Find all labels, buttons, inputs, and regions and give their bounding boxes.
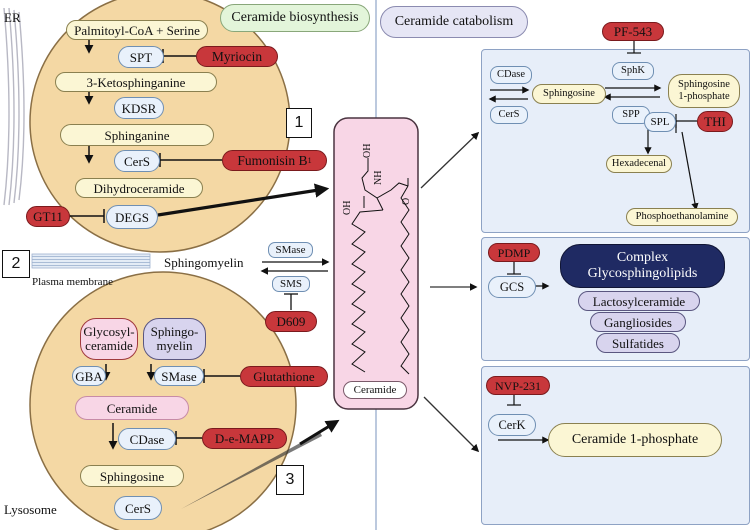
node-sphingomyelin-membrane: Sphingomyelin [164, 255, 244, 270]
inhibitor-pf-543: PF-543 [602, 22, 664, 41]
er-membrane-stack [3, 7, 25, 206]
s1p-line2: 1-phosphate [678, 91, 730, 102]
node-glycosylceramide: Glycosyl- ceramide [80, 318, 138, 360]
enzyme-sphk: SphK [612, 62, 654, 80]
node-sphingosine-lysosome: Sphingosine [80, 465, 184, 487]
node-ceramide-1-phosphate: Ceramide 1-phosphate [548, 423, 722, 457]
inhibitor-myriocin: Myriocin [196, 46, 278, 67]
enzyme-gba: GBA [72, 366, 106, 386]
node-sphingosine-1-phosphate: Sphingosine 1-phosphate [668, 74, 740, 108]
enzyme-gcs: GCS [488, 276, 536, 298]
enzyme-cdase-panel: CDase [490, 66, 532, 84]
plasma-membrane-bilayer [31, 253, 151, 269]
ceramide-o: O [401, 197, 412, 205]
arrow-degs-to-ceramide [157, 183, 330, 217]
enzyme-kdsr: KDSR [114, 97, 164, 119]
node-sphinganine: Sphinganine [60, 124, 214, 146]
sphingomyelin-line1: Sphingo- [150, 323, 199, 339]
pathway-number-2: 2 [2, 250, 30, 278]
plasma-membrane-label: Plasma membrane [32, 276, 113, 288]
fumonisin-text: Fumonisin B [237, 152, 308, 168]
ceramide-oh-top: OH [362, 143, 373, 158]
fumonisin-subscript: 1 [307, 155, 312, 165]
inhibitor-d-e-mapp: D-e-MAPP [202, 428, 287, 449]
inhibitor-nvp-231: NVP-231 [486, 376, 550, 395]
inhibitor-d609: D609 [265, 311, 317, 332]
node-dihydroceramide: Dihydroceramide [75, 178, 203, 198]
lysosome-label: Lysosome [4, 502, 57, 517]
enzyme-cers-lysosome: CerS [114, 496, 162, 520]
enzyme-spl: SPL [644, 112, 676, 132]
enzyme-cerk: CerK [488, 414, 536, 436]
enzyme-cdase-lysosome: CDase [118, 428, 176, 450]
node-3-ketosphinganine: 3-Ketosphinganine [55, 72, 217, 92]
glycosylceramide-line2: ceramide [85, 338, 133, 353]
node-sphingomyelin-lysosome: Sphingo- myelin [143, 318, 206, 360]
enzyme-sms: SMS [272, 276, 310, 292]
ceramide-nh: NH [373, 170, 384, 185]
ceramide-structure-box [333, 117, 419, 410]
node-sulfatides: Sulfatides [596, 333, 680, 353]
inhibitor-thi: THI [697, 111, 733, 132]
node-ceramide-lysosome: Ceramide [75, 396, 189, 420]
enzyme-cers-panel: CerS [490, 106, 528, 124]
complex-line1: Complex [616, 249, 669, 265]
inhibitor-glutathione: Glutathione [240, 366, 328, 387]
glycosylceramide-line1: Glycosyl- [83, 323, 135, 339]
node-lactosylceramide: Lactosylceramide [578, 291, 700, 311]
header-ceramide-catabolism: Ceramide catabolism [380, 6, 528, 38]
er-label: ER [4, 10, 21, 25]
pathway-number-3: 3 [276, 465, 304, 495]
ceramide-skeletal-structure [351, 158, 410, 375]
pathway-number-1: 1 [286, 108, 312, 138]
node-gangliosides: Gangliosides [590, 312, 686, 332]
node-hexadecenal: Hexadecenal [606, 155, 672, 173]
inhibitor-pdmp: PDMP [488, 243, 540, 262]
enzyme-degs: DEGS [106, 205, 158, 229]
ceramide-oh-mid: OH [342, 200, 353, 215]
node-complex-glycosphingolipids: Complex Glycosphingolipids [560, 244, 725, 288]
s1p-line1: Sphingosine [678, 78, 730, 90]
enzyme-spt: SPT [118, 46, 164, 68]
inhibitor-gt11: GT11 [26, 206, 70, 227]
node-phosphoethanolamine: Phosphoethanolamine [626, 208, 738, 226]
ceramide-label: Ceramide [343, 381, 407, 399]
header-ceramide-biosynthesis: Ceramide biosynthesis [220, 4, 370, 32]
enzyme-cers-er: CerS [114, 150, 160, 172]
enzyme-smase-lysosome: SMase [154, 366, 204, 386]
node-palmitoyl-coa-serine: Palmitoyl-CoA + Serine [66, 20, 208, 40]
sphingomyelin-line2: myelin [156, 338, 193, 353]
node-sphingosine-panel: Sphingosine [532, 84, 606, 104]
enzyme-spp: SPP [612, 106, 650, 124]
enzyme-smase-membrane: SMase [268, 242, 313, 258]
complex-line2: Glycosphingolipids [587, 266, 698, 281]
arrow-lysosome-to-ceramide [181, 432, 322, 509]
